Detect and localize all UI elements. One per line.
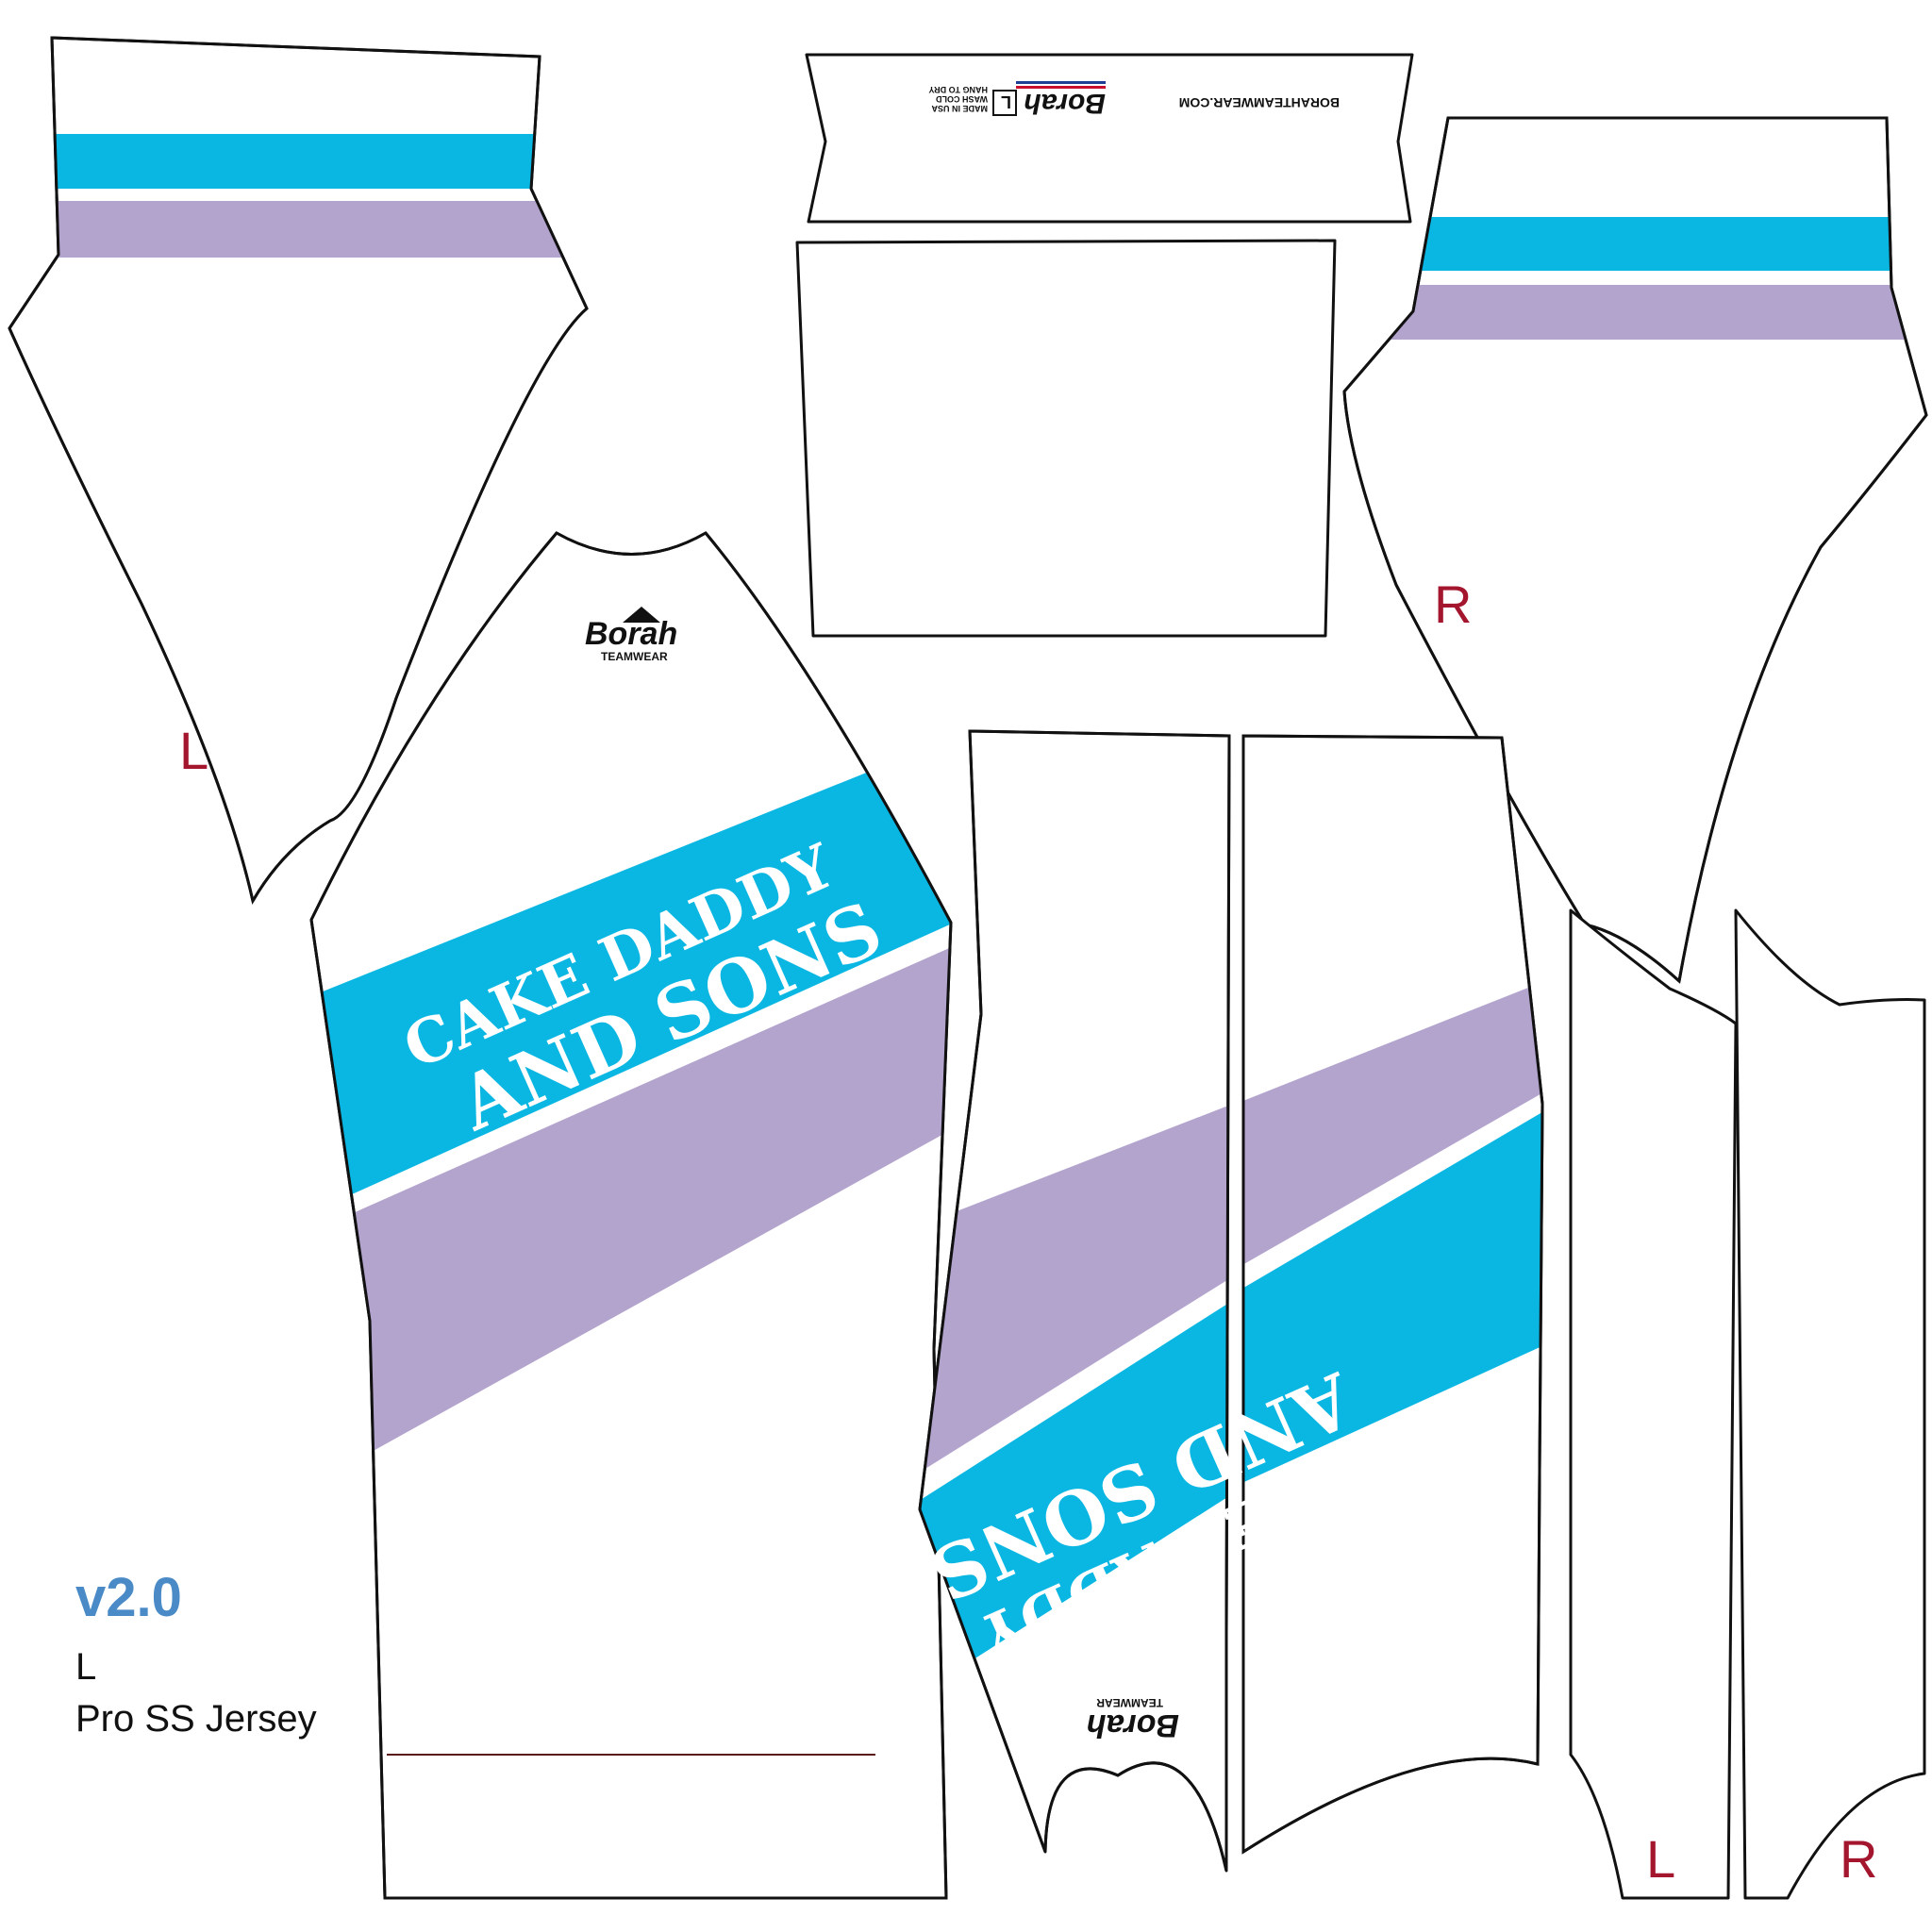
- right-sleeve-lavender-stripe: [1344, 285, 1926, 340]
- right-sleeve-panel: R: [1342, 116, 1928, 984]
- front-logo: Borah TEAMWEAR: [585, 607, 677, 663]
- right-sleeve-label: R: [1434, 575, 1472, 634]
- tag-line-3: HANG TO DRY: [928, 85, 988, 94]
- left-sleeve-panel: L: [8, 36, 589, 906]
- back-right-lavender-band: [1243, 976, 1542, 1269]
- version-label: v2.0: [75, 1567, 182, 1628]
- size-label: L: [75, 1646, 97, 1688]
- flag-stripe-red: [1016, 86, 1106, 89]
- brand-logo-collar: Borah: [1024, 88, 1106, 119]
- neck-tag: Borah L MADE IN USA WASH COLD HANG TO DR…: [928, 81, 1106, 119]
- back-left-panel: Borah TEAMWEAR: [918, 729, 1231, 1873]
- back-right-cyan-band: [1243, 1104, 1542, 1486]
- back-logo: Borah TEAMWEAR: [1087, 1696, 1179, 1743]
- left-sleeve-cyan-stripe: [9, 134, 587, 189]
- tag-size: L: [1001, 92, 1011, 111]
- mountain-icon: [623, 607, 660, 623]
- tag-line-2: WASH COLD: [936, 94, 988, 104]
- flag-stripe-blue: [1016, 81, 1106, 84]
- front-panel: CAKE DADDY AND SONS Borah TEAMWEAR: [309, 531, 953, 1900]
- brand-sub-front: TEAMWEAR: [601, 650, 668, 663]
- size-tag-box: [992, 90, 1017, 116]
- right-side-label: R: [1840, 1829, 1877, 1889]
- style-name-label: Pro SS Jersey: [75, 1698, 317, 1740]
- back-left-lavender-band: [920, 1099, 1229, 1481]
- back-left-cyan-band: [920, 1292, 1229, 1703]
- brand-logo-back: Borah: [1087, 1707, 1179, 1743]
- front-lavender-band: [311, 934, 951, 1491]
- right-side-panel: R: [1734, 908, 1926, 1900]
- collar-panel: Borah L MADE IN USA WASH COLD HANG TO DR…: [805, 53, 1414, 224]
- left-side-label: L: [1646, 1829, 1675, 1889]
- front-cyan-band: [311, 726, 951, 1217]
- right-sleeve-cyan-stripe: [1344, 217, 1926, 271]
- left-side-panel: L: [1569, 908, 1738, 1900]
- left-sleeve-lavender-stripe: [9, 201, 587, 258]
- brand-sub-back: TEAMWEAR: [1096, 1696, 1163, 1709]
- website-text: BORAHTEAMWEAR.COM: [1179, 95, 1340, 110]
- tag-line-1: MADE IN USA: [931, 104, 988, 113]
- collar-band-panel: [795, 239, 1337, 638]
- left-sleeve-label: L: [179, 721, 208, 780]
